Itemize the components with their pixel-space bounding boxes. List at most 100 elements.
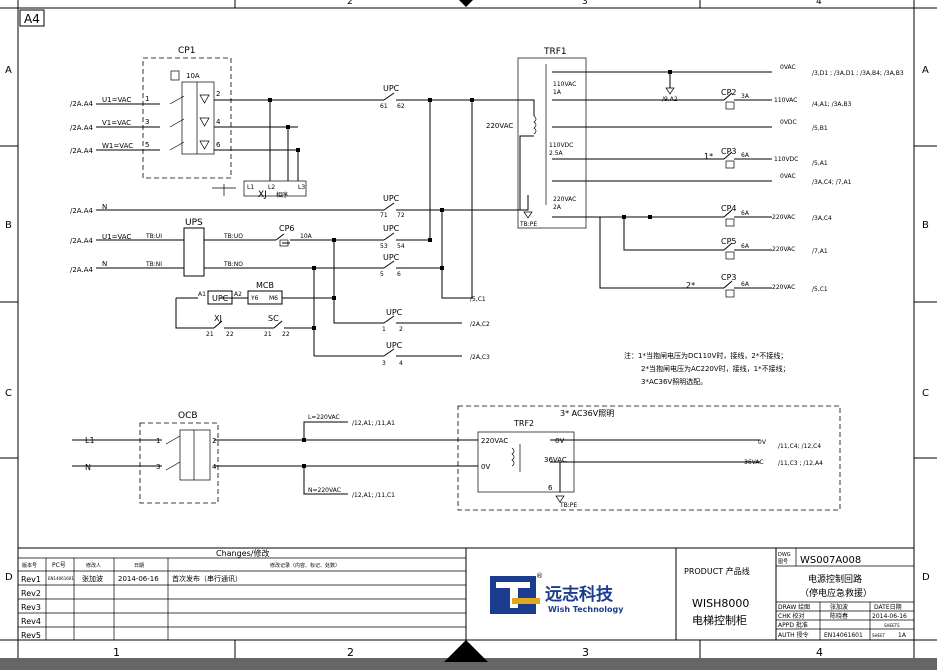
col-label-4: 4	[816, 646, 823, 659]
label-outputs-vdc0-label: 0VDC	[780, 119, 797, 126]
label-components-ups-out_n: TB:NO	[223, 261, 243, 268]
label-title_block-date: 2014-06-16	[872, 613, 907, 620]
label-components-trf1-name: TRF1	[543, 47, 567, 57]
label-outputs-v36-label: 36VAC	[744, 459, 764, 466]
label-outputs-l220-label: L=220VAC	[308, 414, 340, 421]
trf1-transformer: TRF1 220VAC 110VAC 1A 110VDC 2.5A 220VAC…	[486, 47, 587, 229]
label-components-cp2-name: CP2	[721, 88, 737, 97]
row-label-d-right: D	[922, 572, 930, 583]
label-upc_contacts-c2-name: UPC	[383, 194, 400, 203]
label-title_block-appd_label: APPD 批准	[778, 621, 808, 629]
label-title_block-rows-0-pc: EN14061601	[48, 576, 74, 581]
revision-table: Changes/修改 版本号 PC号 修改人 日期 修改记录（内容、标记、处数）…	[18, 547, 914, 640]
label-inputs-n1-ref: /2A.A4	[70, 207, 93, 215]
label-components-xj_contact-t2: 22	[226, 331, 234, 338]
label-components-xj_relay-note: 相序	[276, 191, 288, 199]
label-components-mcb-t1: Y6	[250, 295, 259, 302]
label-components-cp6-name: CP6	[279, 224, 295, 233]
label-components-trf1-sec2: 110VDC	[549, 142, 573, 149]
label-title_block-rows-2-rev: Rev3	[21, 603, 41, 612]
label-upc_contacts-c4-t2: 6	[397, 271, 401, 278]
label-components-cp1-terminals-4: 5	[145, 141, 149, 149]
label-upc_contacts-c6-name: UPC	[386, 341, 403, 350]
label-outputs-vdc110-label: 110VDC	[774, 156, 798, 163]
label-upc_contacts-c3-t1: 53	[380, 243, 388, 250]
label-title_block-auth_label: AUTH 授令	[778, 631, 809, 639]
label-outputs-v110-label: 110VAC	[774, 97, 797, 104]
label-upc_contacts-c6-t1: 3	[382, 360, 386, 367]
col-label-1: 1	[113, 646, 120, 659]
label-outputs-n220-ref: /12,A1; /11,C1	[352, 492, 395, 499]
label-upc_contacts-c1-name: UPC	[383, 84, 400, 93]
label-166: DWG	[778, 552, 791, 558]
label-outputs-v36-ref: /11,C3 ; /12,A4	[778, 460, 823, 467]
label-title_block-product_label: PRODUCT 产品线	[684, 566, 750, 576]
label-title_block-title2: （停电应急救援）	[800, 587, 872, 599]
label-title_block-sheet_no: 1A	[898, 632, 907, 639]
col-label-2-top: 2	[347, 0, 353, 7]
label-inputs-u1-label: U1=VAC	[102, 96, 131, 104]
label-components-xj_relay-terminals-0: L1	[247, 184, 254, 191]
label-components-cp2-rating: 3A	[741, 93, 750, 100]
label-upc_contacts-c3-name: UPC	[383, 224, 400, 233]
label-components-cp1-terminals-2: 3	[145, 118, 149, 126]
row-label-a-right: A	[922, 65, 929, 76]
label-components-cp6-rating: 10A	[300, 233, 313, 240]
label-outputs-v0-ref: /11,C4; /12,C4	[778, 443, 821, 450]
label-outputs-ov0-ref: /3,D1 ; /3A,D1 ; /3A,B4; /3A,B3	[812, 70, 904, 77]
label-167: 图号	[778, 559, 788, 565]
label-outputs-ov0b-label: 0VAC	[780, 173, 796, 180]
label-components-trf2-sec0: 0V	[555, 437, 564, 445]
label-components-cp1-terminals-5: 6	[216, 141, 221, 149]
label-outputs-c5c1-ref: /5,C1	[470, 296, 486, 303]
label-components-ocb-terminals-2: 3	[156, 463, 160, 471]
product-block: PRODUCT 产品线 WISH8000 电梯控制柜	[675, 548, 777, 640]
label-title_block-draw_label: DRAW 绘图	[778, 603, 810, 611]
drawing-info-block: DWG 图号 WS007A008 电源控制回路 （停电应急救援） DRAW 绘图…	[776, 548, 914, 640]
label-outputs-ov0b-ref: /3A,C4; /7,A1	[812, 179, 852, 186]
label-upc_contacts-c4-name: UPC	[383, 253, 400, 262]
label-components-ups-in_n: TB:NI	[145, 261, 162, 268]
label-outputs-vdc0-ref: /5,B1	[812, 125, 828, 132]
label-title_block-registered: ®	[536, 572, 543, 580]
label-title_block-headers-1: PC号	[52, 562, 66, 569]
upc-contacts: UPC 61 62 UPC 71 72 UPC 53 54 UPC 5 6 UP…	[372, 84, 408, 367]
notes: 注：1*当抱闸电压为DC110V时，接线，2*不接线； 2*当抱闸电压为AC22…	[624, 351, 790, 386]
row-label-d: D	[5, 572, 13, 583]
label-title_block-rows-0-desc: 首次发布（串行通讯）	[172, 574, 242, 583]
label-components-trf1-sec2_a: 2.5A	[549, 150, 564, 157]
label-title_block-headers-4: 修改记录（内容、标记、处数）	[270, 562, 340, 569]
label-components-box36-title: 3* AC36V照明	[560, 409, 614, 418]
label-title_block-rows-1-rev: Rev2	[21, 589, 41, 598]
row-label-c: C	[5, 388, 12, 399]
output-references: 0VAC /3,D1 ; /3A,D1 ; /3A,B4; /3A,B3 110…	[308, 64, 904, 499]
label-components-cp1-terminals-1: 2	[216, 90, 220, 98]
label-title_block-chk_name: 陈晓春	[830, 612, 848, 620]
label-upc_contacts-c3-t2: 54	[397, 243, 405, 250]
label-components-cp3b-rating: 6A	[741, 281, 750, 288]
label-components-trf2-sec36: 36VAC	[544, 456, 567, 464]
label-outputs-c2ac3-ref: /2A,C3	[470, 354, 490, 361]
label-components-mcb-t2: M6	[269, 295, 278, 302]
company-logo: 远志科技 Wish Technology ®	[490, 572, 624, 614]
ups-unit: UPS TB:UI TB:NI TB:UO TB:NO	[145, 218, 243, 277]
label-outputs-vdc110-ref: /5,A1	[812, 160, 828, 167]
label-outputs-l220-ref: /12,A1; /11,A1	[352, 420, 395, 427]
label-notes-2: 3*AC36V照明选配。	[641, 377, 707, 386]
label-components-cp3b-name: CP3	[721, 273, 737, 282]
row-label-b-right: B	[922, 220, 929, 231]
label-components-cp1-name: CP1	[178, 46, 195, 56]
label-title_block-rows-3-rev: Rev4	[21, 617, 41, 626]
label-notes-0: 注：1*当抱闸电压为DC110V时，接线，2*不接线；	[624, 351, 787, 360]
label-components-trf1-sec3_a: 2A	[553, 204, 562, 211]
label-components-trf1-sec1: 110VAC	[553, 81, 576, 88]
label-outputs-v220a-ref: /3A,C4	[812, 215, 832, 222]
label-outputs-v220c-ref: /5,C1	[812, 286, 828, 293]
output-breakers: CP2 3A 1* CP3 6A CP4 6A CP5 6A 2* CP3 6A	[686, 88, 750, 298]
label-components-cp3a-rating: 6A	[741, 152, 750, 159]
label-components-cp5-name: CP5	[721, 237, 737, 246]
label-inputs-n2-ref: /2A.A4	[70, 266, 93, 274]
label-components-ups-out_l: TB:UO	[223, 233, 243, 240]
input-terminals: /2A.A4 U1=VAC /2A.A4 V1=VAC /2A.A4 W1=VA…	[70, 96, 133, 472]
